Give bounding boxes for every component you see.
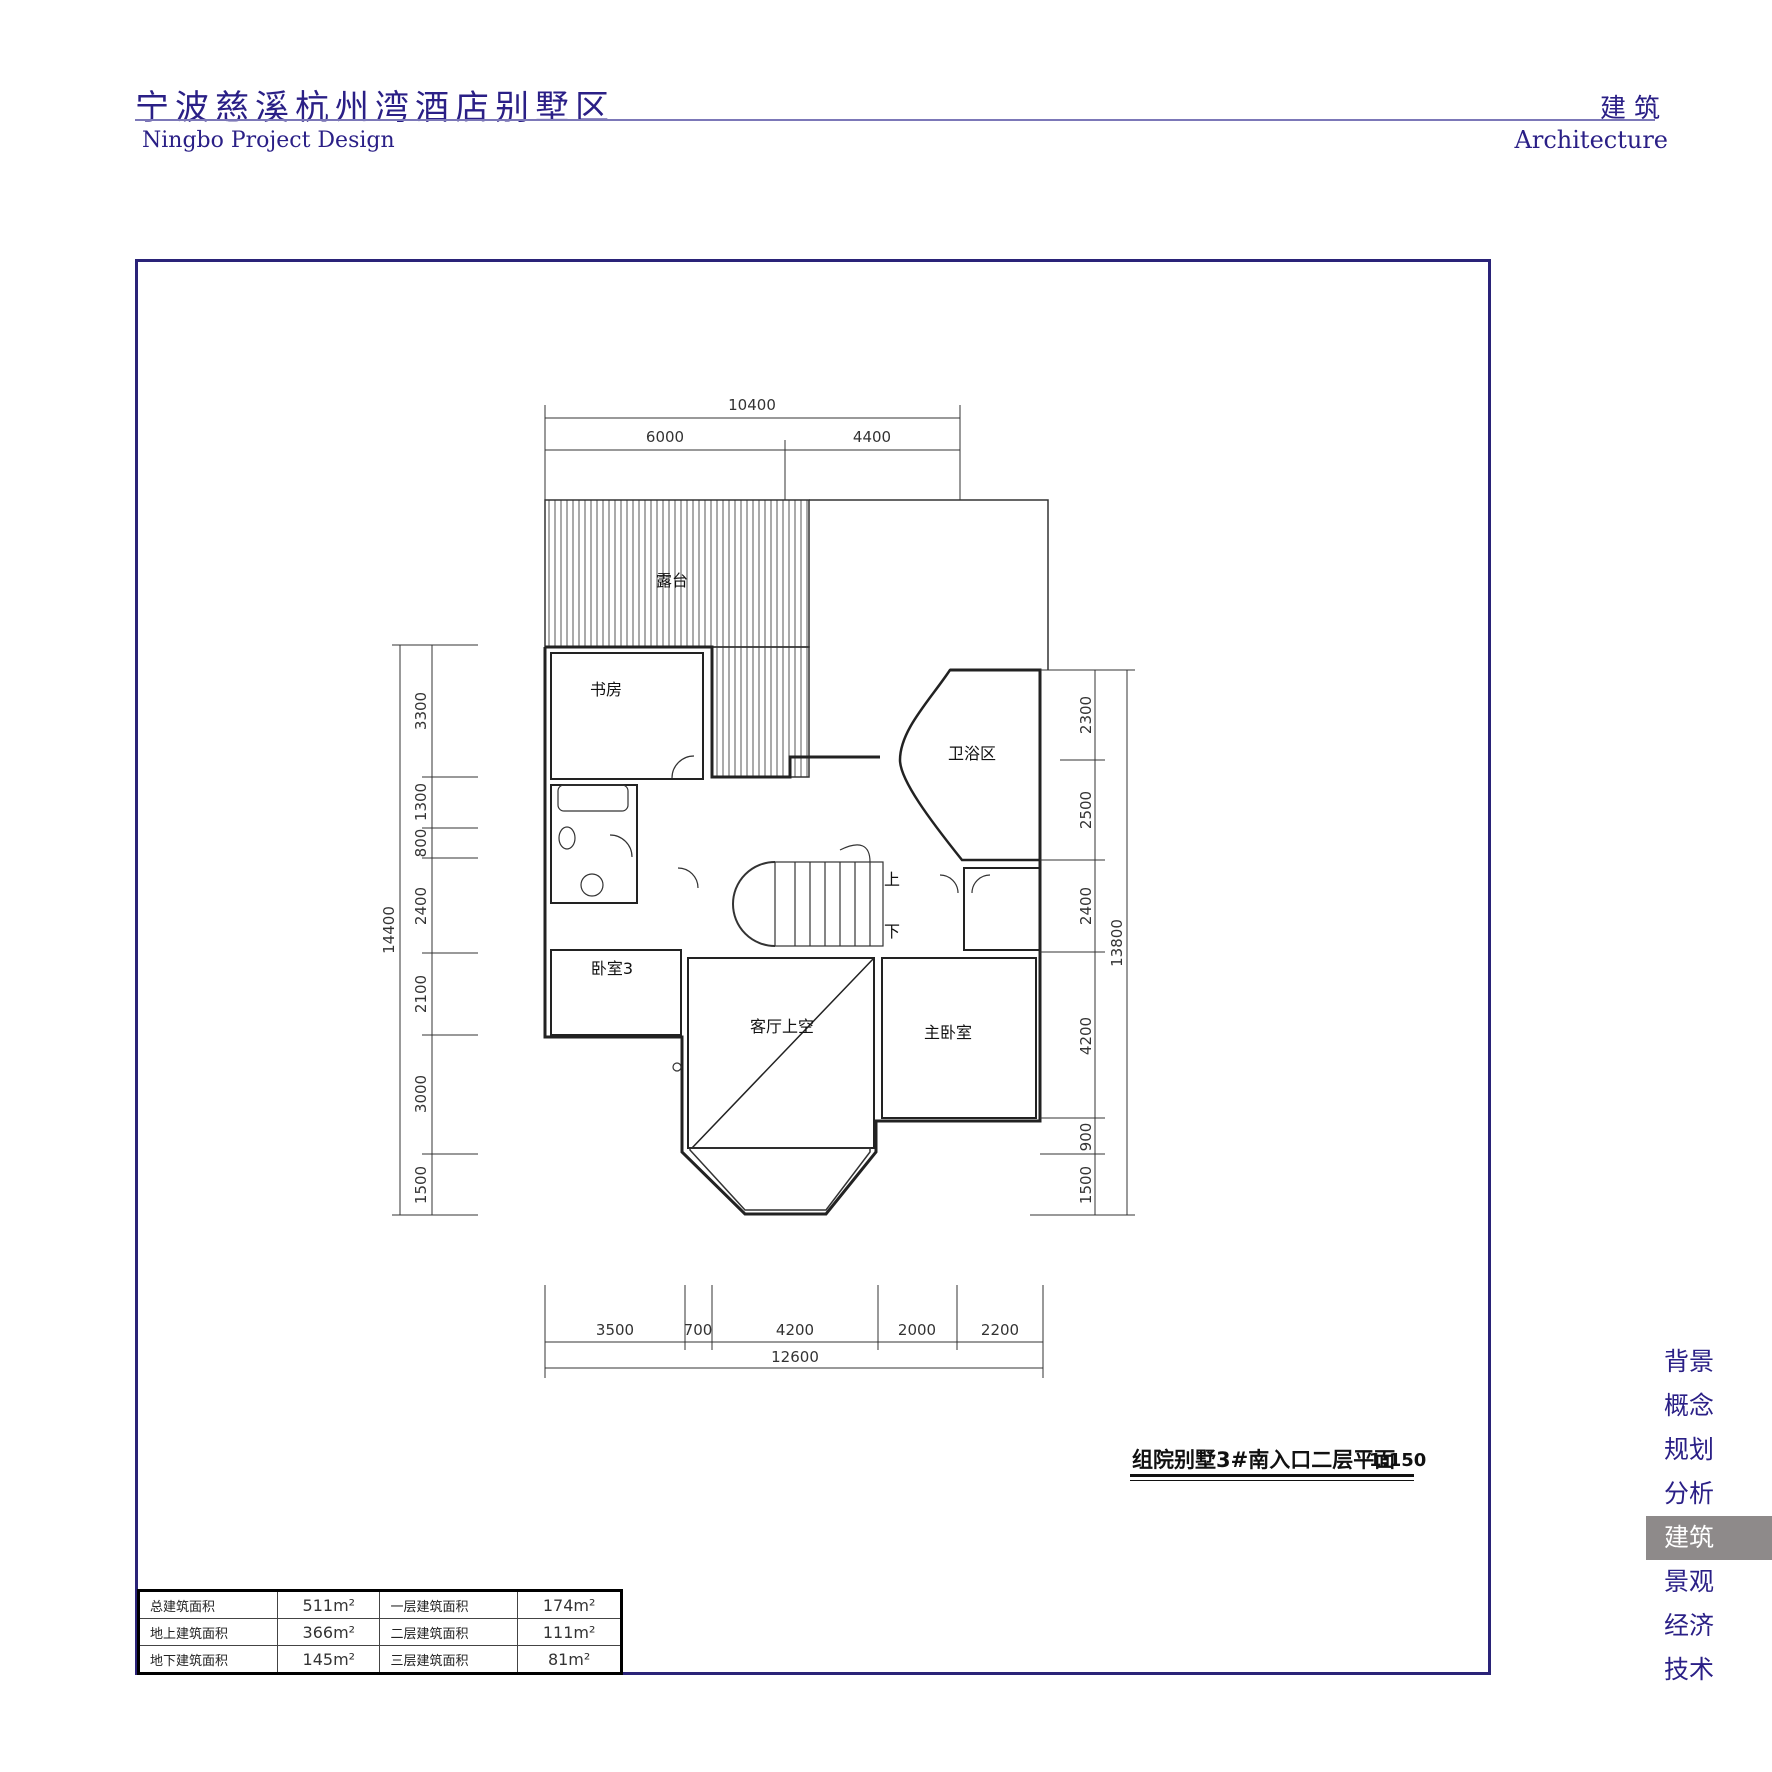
stair-label-up: 上 (884, 870, 900, 889)
dimension-right (1030, 669, 1135, 1216)
section-title: 建筑 (1599, 94, 1668, 124)
bath-fixtures (557, 784, 682, 1072)
nav-item-background[interactable]: 背景 (1664, 1347, 1715, 1376)
dim-left-seg4: 2400 (412, 887, 430, 925)
drawing-frame (135, 259, 1491, 1675)
nav-item-architecture[interactable]: 建筑 (1646, 1516, 1772, 1560)
area-table: 总建筑面积 511m² 一层建筑面积 174m² 地上建筑面积 366m² 二层… (137, 1589, 623, 1675)
table-row: 地上建筑面积 366m² 二层建筑面积 111m² (137, 1618, 622, 1646)
area-label: 地下建筑面积 (137, 1645, 279, 1674)
section-nav: 背景 概念 规划 分析 建筑 景观 经济 技术 (1646, 1340, 1772, 1692)
room-label-bath: 卫浴区 (948, 744, 996, 763)
area-value: 366m² (277, 1618, 381, 1646)
dim-right-seg2: 2500 (1077, 791, 1095, 829)
dim-bottom-seg5: 2200 (981, 1321, 1019, 1339)
dimension-left (392, 644, 478, 1216)
header-divider (135, 119, 1655, 121)
bay-window (689, 1147, 871, 1211)
area-label: 三层建筑面积 (379, 1645, 519, 1674)
dim-top-b: 4400 (853, 428, 891, 446)
dim-right-total: 13800 (1108, 919, 1126, 967)
dim-right-seg6: 1500 (1077, 1166, 1095, 1204)
terrace-deck (544, 499, 810, 778)
dim-left-seg1: 3300 (412, 692, 430, 730)
area-label: 一层建筑面积 (379, 1590, 519, 1619)
project-title: 宁波慈溪杭州湾酒店别墅区 (135, 88, 615, 128)
roof-outline (809, 499, 1049, 670)
dim-bottom-seg2: 700 (684, 1321, 713, 1339)
room-label-study: 书房 (590, 680, 622, 699)
plan-title-underline (1130, 1474, 1414, 1477)
void-diagonal (691, 957, 875, 1149)
nav-item-analysis[interactable]: 分析 (1664, 1479, 1715, 1508)
room-label-master: 主卧室 (924, 1023, 972, 1042)
dimension-bottom (544, 1285, 1044, 1378)
dim-right-seg5: 900 (1077, 1123, 1095, 1152)
dim-right-seg3: 2400 (1077, 887, 1095, 925)
plan-scale: 1:150 (1369, 1450, 1427, 1471)
dim-bottom-total: 12600 (771, 1348, 819, 1366)
nav-item-concept[interactable]: 概念 (1664, 1391, 1715, 1420)
section-title-en: Architecture (1514, 126, 1668, 154)
dim-bottom-seg3: 4200 (776, 1321, 814, 1339)
nav-item-planning[interactable]: 规划 (1664, 1435, 1715, 1464)
nav-item-economy[interactable]: 经济 (1664, 1611, 1715, 1640)
dim-left-seg3: 800 (412, 829, 430, 858)
bath-area-outline (898, 668, 1042, 862)
dim-right-seg1: 2300 (1077, 696, 1095, 734)
dim-right-seg4: 4200 (1077, 1017, 1095, 1055)
area-value: 81m² (517, 1645, 622, 1674)
dim-bottom-seg4: 2000 (898, 1321, 936, 1339)
dim-left-seg6: 3000 (412, 1075, 430, 1113)
table-row: 地下建筑面积 145m² 三层建筑面积 81m² (137, 1645, 622, 1674)
plan-title: 组院别墅3#南入口二层平面 (1132, 1448, 1396, 1472)
area-label: 地上建筑面积 (137, 1618, 279, 1646)
dimension-top (544, 405, 961, 500)
door-swings (609, 755, 991, 894)
room-label-bedroom3: 卧室3 (591, 959, 633, 978)
area-value: 174m² (517, 1590, 622, 1619)
area-value: 145m² (277, 1645, 381, 1674)
dim-left-seg5: 2100 (412, 975, 430, 1013)
room-label-living-void: 客厅上空 (750, 1017, 814, 1036)
dim-top-a: 6000 (646, 428, 684, 446)
plan-title-underline-thin (1130, 1480, 1414, 1481)
room-label-terrace: 露台 (656, 571, 688, 590)
dim-left-seg2: 1300 (412, 783, 430, 821)
area-label: 总建筑面积 (137, 1590, 279, 1619)
project-subtitle: Ningbo Project Design (142, 128, 395, 153)
nav-item-landscape[interactable]: 景观 (1664, 1567, 1715, 1596)
dim-top-total: 10400 (728, 396, 776, 414)
area-label: 二层建筑面积 (379, 1618, 519, 1646)
staircase (732, 844, 884, 947)
dim-left-total: 14400 (380, 906, 398, 954)
stair-label-down: 下 (884, 922, 900, 941)
area-value: 111m² (517, 1618, 622, 1646)
nav-item-technology[interactable]: 技术 (1664, 1655, 1715, 1684)
dim-left-seg7: 1500 (412, 1166, 430, 1204)
area-value: 511m² (277, 1590, 381, 1619)
table-row: 总建筑面积 511m² 一层建筑面积 174m² (137, 1590, 622, 1619)
dim-bottom-seg1: 3500 (596, 1321, 634, 1339)
